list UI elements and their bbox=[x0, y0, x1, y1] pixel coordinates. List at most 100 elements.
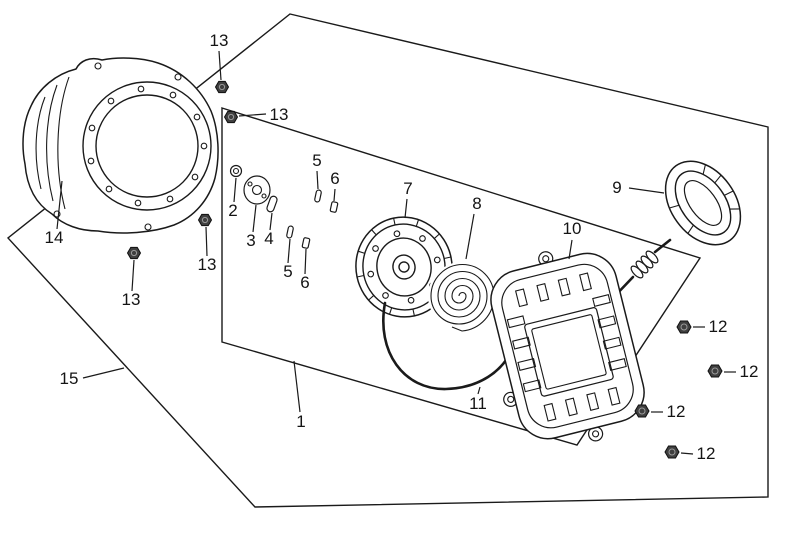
rope-spring-coil bbox=[630, 238, 672, 279]
part-number-label: 5 bbox=[312, 151, 321, 170]
inner-boundary-frame bbox=[221, 107, 702, 446]
part-number-label: 12 bbox=[697, 444, 716, 463]
handle-grip-ridges bbox=[669, 164, 740, 234]
spiral-spring bbox=[428, 262, 496, 332]
spring-part-5 bbox=[286, 225, 294, 239]
part-number-label: 15 bbox=[60, 369, 79, 388]
part-number-label: 11 bbox=[469, 394, 487, 413]
pawl-part-4 bbox=[266, 195, 278, 213]
part-number-label: 5 bbox=[283, 262, 292, 281]
callout-2: 2 bbox=[228, 177, 238, 220]
recoil-housing bbox=[490, 251, 645, 442]
leader-line bbox=[238, 113, 267, 117]
callout-3: 3 bbox=[246, 204, 257, 250]
fan-opening bbox=[95, 94, 199, 198]
callout-15: 15 bbox=[60, 367, 125, 388]
callout-5-upper: 5 bbox=[312, 151, 322, 190]
clip-part-6 bbox=[329, 201, 339, 213]
callout-13-top: 13 bbox=[210, 31, 229, 81]
flange-bolt bbox=[223, 110, 239, 124]
part-number-label: 12 bbox=[740, 362, 759, 381]
spring-coil bbox=[430, 263, 495, 332]
flange-nut bbox=[664, 445, 680, 459]
recoil-pulley bbox=[355, 216, 453, 318]
leader-line bbox=[316, 170, 319, 190]
leader-line bbox=[404, 198, 408, 219]
fan-cover bbox=[22, 57, 219, 234]
clip-part-6 bbox=[301, 237, 311, 249]
housing-center-recess bbox=[524, 307, 614, 397]
part-number-label: 4 bbox=[264, 229, 273, 248]
leader-line bbox=[465, 213, 475, 260]
callout-9: 9 bbox=[612, 178, 665, 197]
leader-line bbox=[477, 386, 481, 395]
callout-12-d: 12 bbox=[680, 444, 716, 463]
part-number-label: 13 bbox=[210, 31, 229, 50]
callout-12-b: 12 bbox=[724, 362, 758, 381]
callout-5-lower: 5 bbox=[283, 238, 293, 281]
leader-line bbox=[233, 177, 237, 203]
part-number-label: 13 bbox=[198, 255, 217, 274]
fan-opening-flange bbox=[82, 81, 212, 211]
leader-line bbox=[628, 187, 665, 194]
leader-line bbox=[205, 226, 208, 257]
housing-ear-holes bbox=[507, 255, 600, 438]
leader-line bbox=[269, 212, 273, 231]
callout-4: 4 bbox=[264, 212, 274, 248]
part-number-label: 13 bbox=[122, 290, 141, 309]
leader-line bbox=[304, 248, 307, 275]
flange-nut bbox=[676, 320, 692, 334]
vent-slots bbox=[506, 272, 627, 422]
flange-bolt bbox=[126, 246, 142, 260]
leader-line bbox=[333, 188, 336, 202]
starter-handle bbox=[664, 160, 742, 246]
part-number-label: 14 bbox=[45, 228, 64, 247]
callout-13-lower: 13 bbox=[122, 259, 141, 309]
leader-line bbox=[82, 367, 125, 379]
starter-rope bbox=[382, 301, 514, 391]
part-number-label: 12 bbox=[709, 317, 728, 336]
leader-line bbox=[218, 50, 222, 81]
callout-13-mid: 13 bbox=[198, 226, 217, 274]
flange-bolt bbox=[197, 213, 213, 227]
flange-bolt-holes bbox=[87, 85, 208, 207]
leader-line bbox=[287, 238, 291, 264]
part-number-label: 6 bbox=[330, 169, 339, 188]
part-number-label: 13 bbox=[270, 105, 289, 124]
washer-part-2 bbox=[229, 164, 243, 178]
flange-nut bbox=[634, 404, 650, 418]
flange-nut bbox=[707, 364, 723, 378]
rope-to-handle bbox=[653, 238, 672, 254]
leader-line bbox=[680, 452, 694, 455]
leader-line bbox=[131, 259, 135, 292]
callout-7: 7 bbox=[403, 179, 413, 219]
callout-6-lower: 6 bbox=[300, 248, 310, 292]
cover-mount-holes bbox=[53, 62, 182, 231]
callout-6-upper: 6 bbox=[330, 169, 340, 202]
part-number-label: 6 bbox=[300, 273, 309, 292]
part-number-label: 9 bbox=[612, 178, 621, 197]
callout-13-upper-right: 13 bbox=[238, 105, 289, 124]
flange-bolt bbox=[214, 80, 230, 94]
spring-part-5 bbox=[314, 189, 322, 203]
part-number-label: 2 bbox=[228, 201, 237, 220]
ratchet-plate-part-3 bbox=[243, 175, 271, 205]
fan-cover-body bbox=[22, 57, 219, 234]
housing-center-recess-inner bbox=[531, 314, 607, 390]
callout-10: 10 bbox=[563, 219, 582, 260]
callout-8: 8 bbox=[465, 194, 482, 260]
part-number-label: 10 bbox=[563, 219, 582, 238]
callout-11: 11 bbox=[469, 386, 487, 413]
callout-12-a: 12 bbox=[693, 317, 727, 336]
callout-14: 14 bbox=[45, 180, 64, 247]
cover-ribs bbox=[35, 76, 70, 210]
part-number-label: 3 bbox=[246, 231, 255, 250]
callout-12-c: 12 bbox=[651, 402, 685, 421]
leader-line bbox=[56, 180, 63, 230]
callout-1: 1 bbox=[293, 360, 306, 431]
leader-line bbox=[293, 360, 301, 413]
part-number-label: 1 bbox=[296, 412, 305, 431]
leader-line bbox=[568, 239, 573, 260]
